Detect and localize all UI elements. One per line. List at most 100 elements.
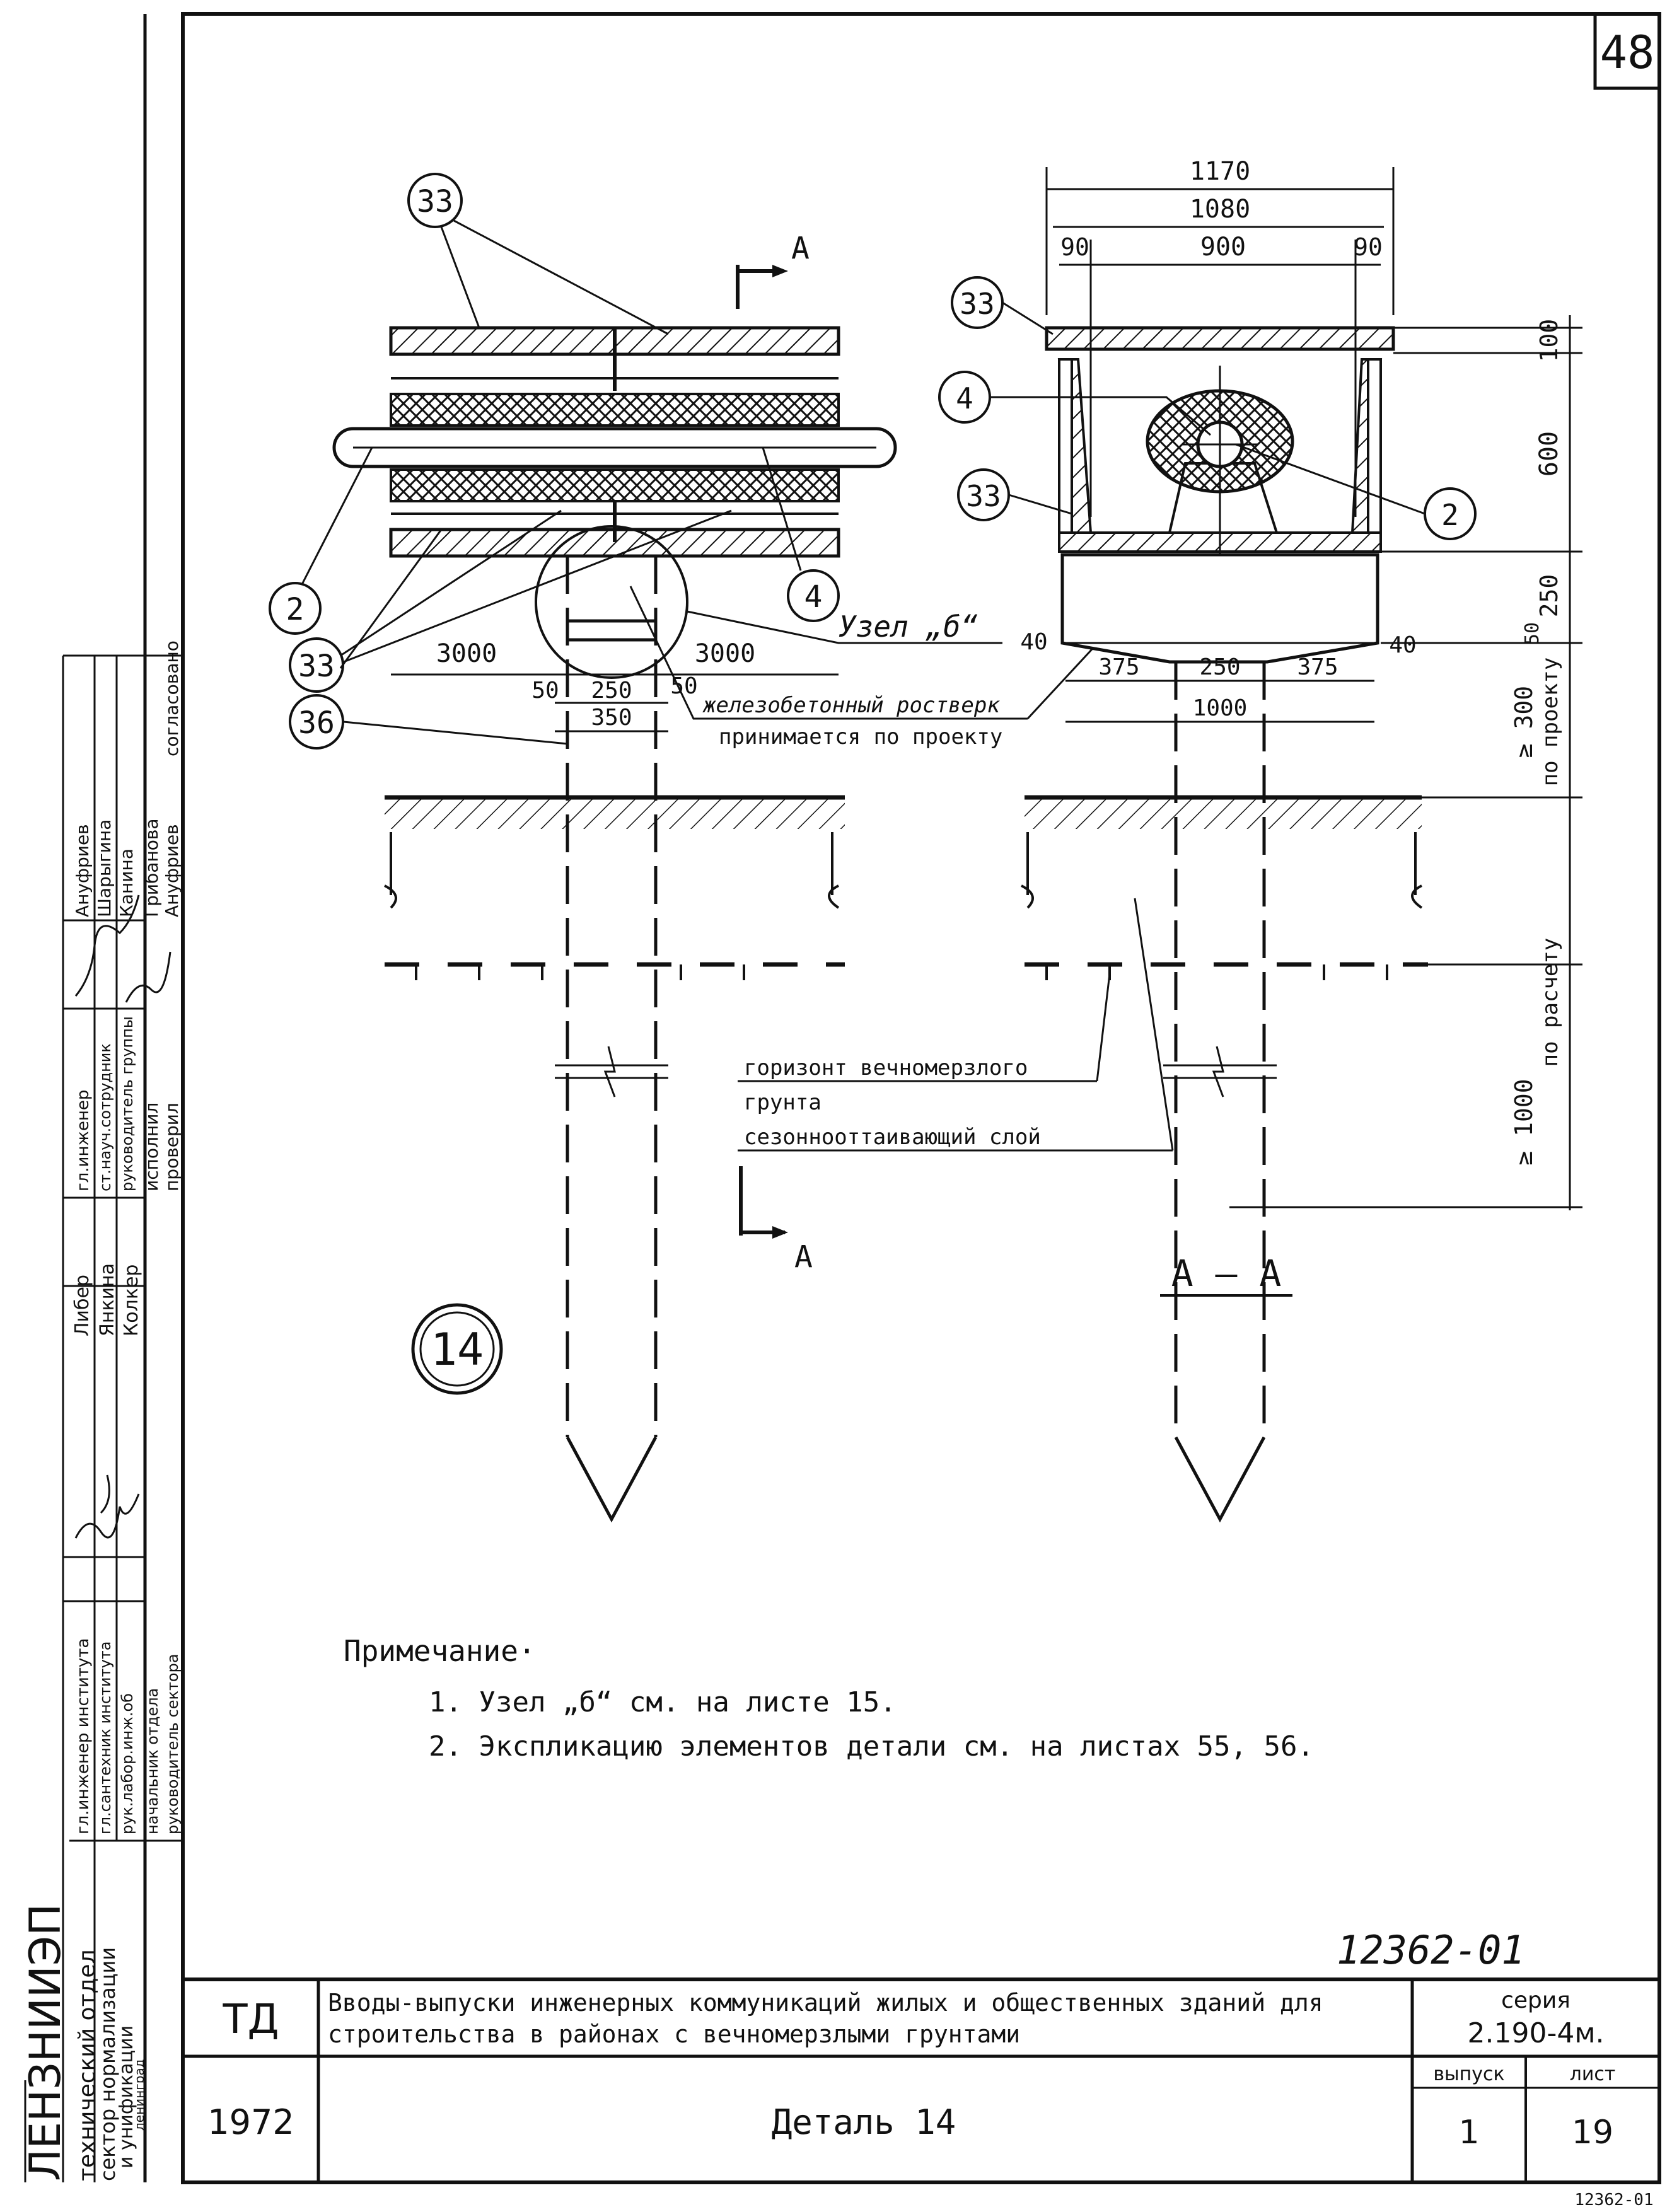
dim-40-right: 40 xyxy=(1389,632,1416,658)
callout-2-plan: 2 xyxy=(286,592,305,627)
by-calculation-label: по расчету xyxy=(1538,938,1563,1067)
callout-33-cover: 33 xyxy=(960,287,994,321)
title-year: 1972 xyxy=(207,2102,294,2142)
callout-33-top: 33 xyxy=(417,184,453,219)
dim-1080: 1080 xyxy=(1190,195,1250,224)
name-6: Ануфриев xyxy=(72,824,93,917)
role-7: ст.науч.сотрудник xyxy=(96,1043,114,1191)
by-project-label: по проекту xyxy=(1538,657,1563,787)
grillage-note-1: железобетонный ростверк xyxy=(702,693,1000,718)
role-4: начальник отдела xyxy=(144,1688,161,1834)
detail-number: 14 xyxy=(431,1324,484,1375)
dim-3000-left: 3000 xyxy=(436,639,497,668)
name-7: Шарыгина xyxy=(94,819,115,917)
name-10: Ануфриев xyxy=(161,824,182,917)
callout-33-plan: 33 xyxy=(298,649,335,684)
role-2: гл.сантехник института xyxy=(96,1642,114,1834)
dim-375-left: 375 xyxy=(1098,654,1139,680)
sheet-value: 19 xyxy=(1572,2114,1613,2151)
org-line-3: и унификации xyxy=(115,2025,137,2169)
role-5: руководитель сектора xyxy=(164,1653,182,1834)
dim-600: 600 xyxy=(1535,431,1564,477)
dim-90-left: 90 xyxy=(1060,233,1089,261)
role-1: гл.инженер института xyxy=(74,1638,93,1834)
dim-250: 250 xyxy=(591,678,632,704)
bottom-code: 12362-01 xyxy=(1574,2191,1653,2209)
plan-ground xyxy=(385,797,845,829)
dim-1000-horizontal: 1000 xyxy=(1193,695,1248,721)
dim-1000-vertical: ≥ 1000 xyxy=(1510,1079,1538,1165)
title-sheet-name: Деталь 14 xyxy=(772,2102,956,2142)
corner-sheet-number: 48 xyxy=(1600,26,1655,79)
seasonal-layer-label: сезоннооттаивающий слой xyxy=(744,1125,1041,1150)
signature-1 xyxy=(74,1474,140,1539)
series-label: серия xyxy=(1501,1988,1570,2013)
title-block: ТД 1972 Вводы-выпуски инженерных коммуни… xyxy=(183,1977,1659,2182)
sheet-label: лист xyxy=(1570,2063,1616,2085)
issue-label: выпуск xyxy=(1433,2063,1504,2085)
org-line-1: технический отдел xyxy=(74,1949,100,2181)
section-mark-bottom: А xyxy=(794,1239,813,1275)
dim-300-vertical: ≥ 300 xyxy=(1510,686,1538,758)
dim-900: 900 xyxy=(1200,233,1246,262)
callout-33-wall: 33 xyxy=(966,479,1001,513)
detail-number-mark: 14 xyxy=(411,1303,503,1395)
title-line-1: Вводы-выпуски инженерных коммуникаций жи… xyxy=(328,1989,1323,2017)
plan-insulation-upper xyxy=(390,393,840,427)
title-line-2: строительства в районах с вечномерзлыми … xyxy=(328,2020,1020,2048)
notes-block: Примечание· 1. Узел „б“ см. на листе 15.… xyxy=(344,1634,1314,1763)
signature-2 xyxy=(74,895,140,997)
dim-100: 100 xyxy=(1535,319,1563,362)
side-stamp: ЛЕНЗНИИЭП технический отдел сектор норма… xyxy=(21,14,185,2182)
org-line-2: сектор нормализации xyxy=(96,1947,120,2181)
plan-bottom-slab xyxy=(389,528,840,558)
name-3: Колкер xyxy=(120,1265,142,1336)
dim-50-left: 50 xyxy=(531,678,559,704)
drawing-code: 12362-01 xyxy=(1337,1927,1525,1973)
role-10: проверил xyxy=(161,1103,182,1191)
callout-36: 36 xyxy=(298,705,335,741)
dim-40-left: 40 xyxy=(1020,629,1047,655)
org-main: ЛЕНЗНИИЭП xyxy=(21,1904,71,2181)
callout-4-section: 4 xyxy=(956,381,973,415)
dim-250-horizontal: 250 xyxy=(1199,654,1240,680)
dim-250-vertical: 250 xyxy=(1535,574,1563,618)
dim-375-right: 375 xyxy=(1297,654,1338,680)
name-2: Янкина xyxy=(96,1263,119,1336)
dim-50-vertical: 50 xyxy=(1521,622,1543,645)
issue-value: 1 xyxy=(1458,2114,1479,2151)
dim-90-right: 90 xyxy=(1354,233,1383,261)
name-8: Канина xyxy=(116,848,137,917)
callout-4-plan: 4 xyxy=(804,579,823,615)
note-item-1: 1. Узел „б“ см. на листе 15. xyxy=(429,1686,897,1718)
permafrost-label-1: горизонт вечномерзлого xyxy=(744,1055,1028,1080)
permafrost-label-2: грунта xyxy=(744,1090,821,1115)
name-9: Грибанова xyxy=(141,818,162,917)
section-ground xyxy=(1025,797,1422,829)
role-6: гл.инженер xyxy=(74,1090,93,1191)
ground-labels: горизонт вечномерзлого грунта сезонноотт… xyxy=(738,898,1174,1152)
series-value: 2.190-4м. xyxy=(1467,2017,1604,2049)
org-line-4: ленинград xyxy=(132,2059,147,2131)
role-3: рук.лабор.инж.об xyxy=(119,1693,136,1834)
section-view: 1170 1080 90 900 90 xyxy=(938,157,1582,1523)
signature-3 xyxy=(125,951,171,1003)
role-8: руководитель группы xyxy=(119,1016,136,1191)
dim-350: 350 xyxy=(591,705,632,731)
node-b-label: Узел „б“ xyxy=(839,610,978,644)
dim-3000-right: 3000 xyxy=(695,639,755,668)
callout-2-section: 2 xyxy=(1441,498,1459,532)
name-1: Либер xyxy=(71,1275,93,1336)
section-grillage xyxy=(1060,553,1379,664)
section-title: А — А xyxy=(1171,1252,1282,1295)
role-9: исполнил xyxy=(141,1103,162,1191)
title-code: ТД xyxy=(222,1996,279,2043)
dim-1170: 1170 xyxy=(1190,157,1250,186)
plan-view: А А 33 2 4 33 36 Узел „б“ 3000 3000 50 2… xyxy=(269,173,1149,1523)
section-mark-top: А xyxy=(791,231,810,266)
agreed-label: согласовано xyxy=(161,640,182,756)
node-b-circle xyxy=(535,525,688,679)
note-item-2: 2. Экспликацию элементов детали см. на л… xyxy=(429,1730,1314,1763)
grillage-note-2: принимается по проекту xyxy=(719,724,1002,750)
